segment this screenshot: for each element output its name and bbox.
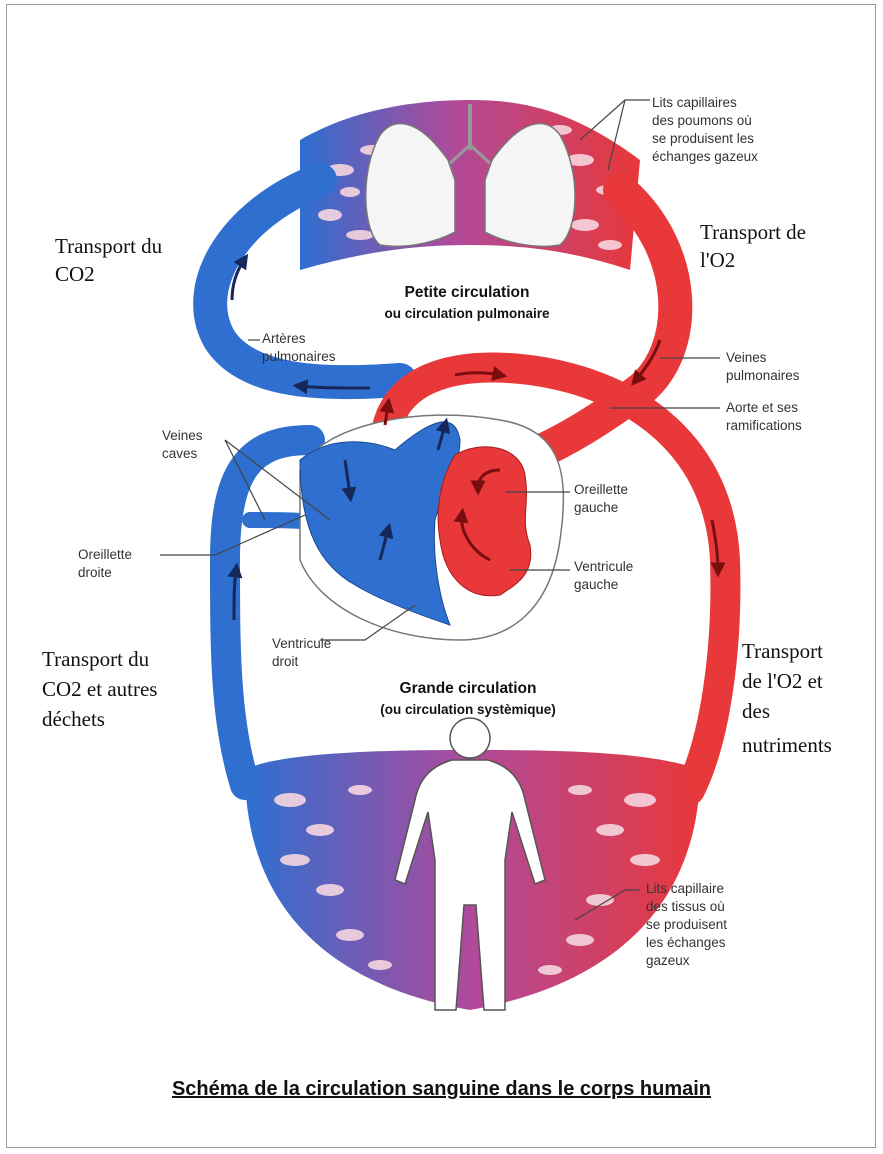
label-lung-capillaries: Lits capillaires des poumons où se produ… [652, 95, 758, 164]
label-right-atrium: Oreillette droite [78, 547, 136, 580]
label-left-bottom: Transport du CO2 et autres déchets [42, 647, 163, 731]
right-top-line-1: Transport de [700, 220, 806, 244]
label-vena-cava: Veines caves [162, 428, 206, 461]
label-aorta: Aorte et ses ramifications [726, 400, 802, 433]
right-bottom-line-1: Transport [742, 639, 823, 663]
label-left-atrium: Oreillette gauche [574, 482, 632, 515]
label-left-top: Transport du CO2 [55, 234, 167, 286]
right-bottom-line-4: nutriments [742, 733, 832, 757]
label-right-bottom: Transport de l'O2 et des nutriments [742, 639, 832, 757]
left-top-line-1: Transport du [55, 234, 163, 258]
right-bottom-line-2: de l'O2 et [742, 669, 823, 693]
label-left-ventricle: Ventricule gauche [574, 559, 637, 592]
label-tissue-capillaries: Lits capillaire des tissus où se produis… [646, 881, 731, 968]
left-bottom-line-3: déchets [42, 707, 105, 731]
small-circulation-subheading: ou circulation pulmonaire [384, 306, 550, 321]
label-pulmonary-veins: Veines pulmonaires [726, 350, 800, 383]
left-bottom-line-1: Transport du [42, 647, 150, 671]
label-right-top: Transport de l'O2 [700, 220, 811, 272]
right-top-line-2: l'O2 [700, 248, 735, 272]
left-bottom-line-2: CO2 et autres [42, 677, 157, 701]
vena-cava-vessel [225, 440, 310, 785]
right-bottom-line-3: des [742, 699, 770, 723]
left-top-line-2: CO2 [55, 262, 95, 286]
diagram-caption: Schéma de la circulation sanguine dans l… [0, 1078, 883, 1101]
large-circulation-heading: Grande circulation [400, 680, 537, 697]
label-right-ventricle: Ventricule droit [272, 636, 335, 669]
label-pulmonary-arteries: Artères pulmonaires [262, 331, 336, 364]
large-circulation-subheading: (ou circulation systèmique) [380, 702, 556, 717]
left-heart [438, 447, 531, 596]
small-circulation-heading: Petite circulation [405, 284, 530, 301]
